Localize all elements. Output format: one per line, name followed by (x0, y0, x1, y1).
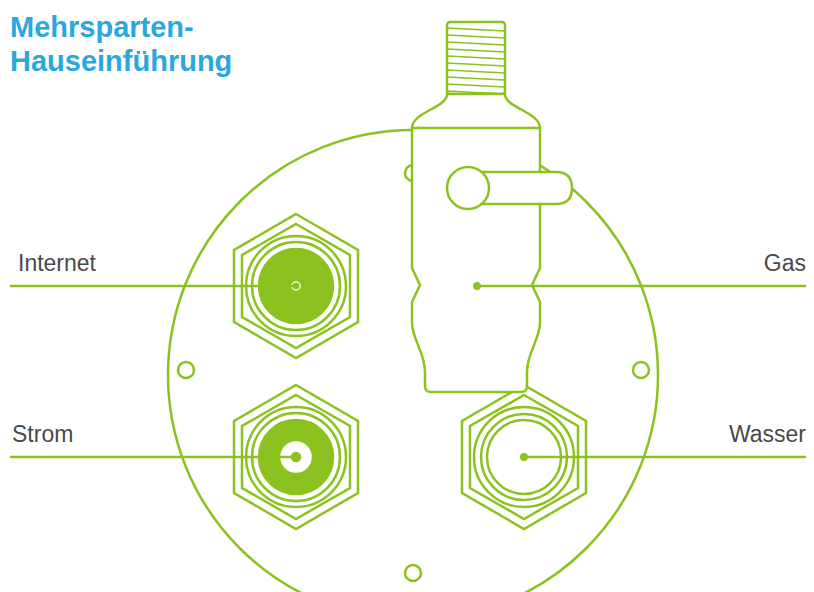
leader-dot (520, 453, 528, 461)
screw-thread (447, 84, 505, 87)
part-label: Internet (18, 250, 96, 276)
diagram-title: Mehrsparten- Hauseinführung (10, 10, 260, 78)
part-label: Wasser (729, 421, 806, 447)
leader-line (524, 456, 806, 459)
leader-dot (473, 282, 481, 290)
mounting-hole (178, 362, 194, 378)
leader-dot (293, 283, 300, 290)
leader-line (477, 285, 806, 288)
part-label: Gas (764, 250, 806, 276)
screw-thread (447, 42, 505, 45)
part-label: Strom (12, 421, 73, 447)
screw-thread (447, 35, 505, 38)
mounting-hole (405, 565, 421, 581)
screw-thread (447, 70, 505, 73)
mounting-hole (633, 362, 649, 378)
screw-thread (447, 63, 505, 66)
screw-thread (447, 28, 505, 31)
leader-line (10, 456, 296, 459)
screw-thread (447, 77, 505, 80)
leader-dot (293, 454, 300, 461)
gas-fitting (412, 22, 572, 392)
screw-thread (447, 56, 505, 59)
leader-line (10, 285, 296, 288)
screw-thread (447, 49, 505, 52)
